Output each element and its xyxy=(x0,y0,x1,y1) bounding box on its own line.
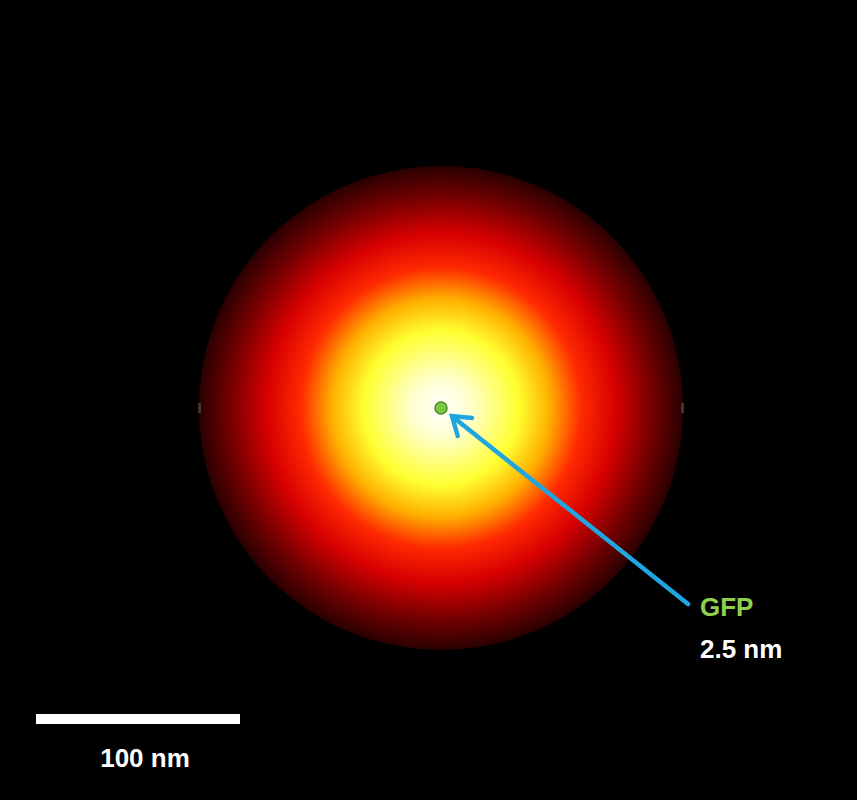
fluorescence-spot xyxy=(199,166,683,650)
leader-arrow xyxy=(452,416,688,604)
protein-name-box: GFP xyxy=(700,594,753,620)
edge-mark xyxy=(681,403,684,413)
edge-mark xyxy=(198,403,201,413)
protein-name: GFP xyxy=(700,592,753,622)
scale-label-box: 100 nm xyxy=(100,745,190,771)
gfp-dot xyxy=(435,402,447,414)
size-label-box: 2.5 nm xyxy=(700,636,782,662)
scale-label: 100 nm xyxy=(100,743,190,773)
scale-bar xyxy=(36,714,240,724)
size-label: 2.5 nm xyxy=(700,634,782,664)
